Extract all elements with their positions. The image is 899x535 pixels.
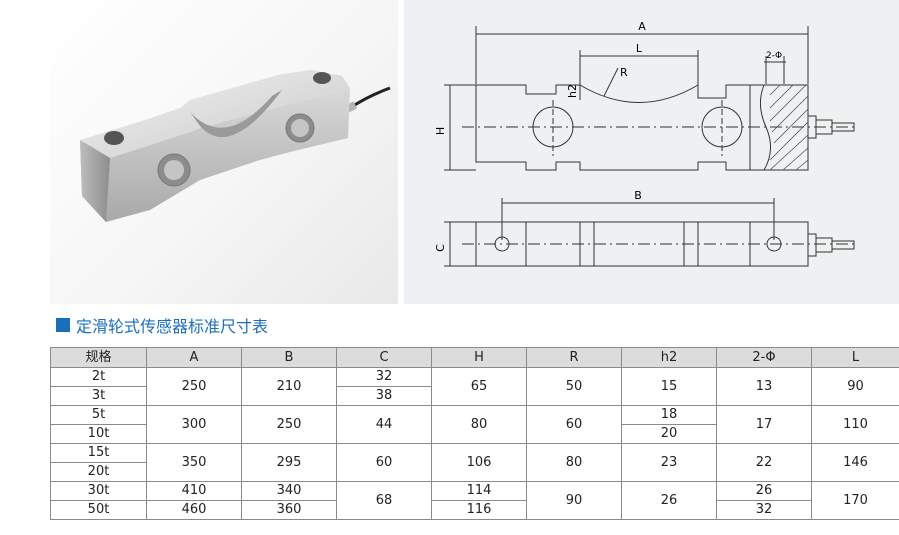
cell-B: 210 xyxy=(241,367,337,406)
label-2phi: 2-Φ xyxy=(766,51,782,61)
cell-spec: 3t xyxy=(50,386,147,406)
header-C: C xyxy=(336,347,432,368)
cell-2phi: 17 xyxy=(716,405,812,444)
cell-C: 44 xyxy=(336,405,432,444)
label-C: C xyxy=(434,244,447,252)
dimension-table: 规格 A B C H R h2 2-Φ L 2t 250 210 32 65 5… xyxy=(50,347,899,520)
cell-h2: 18 xyxy=(621,405,717,425)
cell-H: 106 xyxy=(431,443,527,482)
technical-drawing: A L R h2 H 2-Φ B C xyxy=(404,0,899,304)
cell-spec: 50t xyxy=(50,500,147,520)
section-title: 定滑轮式传感器标准尺寸表 xyxy=(76,317,269,336)
cell-H: 116 xyxy=(431,500,527,520)
header-R: R xyxy=(526,347,622,368)
cell-H: 65 xyxy=(431,367,527,406)
label-L: L xyxy=(636,42,643,55)
cell-H: 80 xyxy=(431,405,527,444)
header-A: A xyxy=(146,347,242,368)
header-2phi: 2-Φ xyxy=(716,347,812,368)
cell-R: 90 xyxy=(526,481,622,520)
cell-H: 114 xyxy=(431,481,527,501)
table-row: 15t 350 295 60 106 80 23 22 146 xyxy=(50,443,899,482)
cell-B: 360 xyxy=(241,500,337,520)
cell-B: 250 xyxy=(241,405,337,444)
cell-h2: 20 xyxy=(621,424,717,444)
cell-A: 350 xyxy=(146,443,242,482)
header-h2: h2 xyxy=(621,347,717,368)
cell-2phi: 32 xyxy=(716,500,812,520)
cell-B: 295 xyxy=(241,443,337,482)
table-row: 50t 460 360 116 32 xyxy=(50,500,899,520)
cell-2phi: 26 xyxy=(716,481,812,501)
cell-A: 410 xyxy=(146,481,242,501)
label-H: H xyxy=(434,127,447,135)
cell-B: 340 xyxy=(241,481,337,501)
table-row: 10t 20 xyxy=(50,424,899,444)
cell-2phi: 22 xyxy=(716,443,812,482)
header-spec: 规格 xyxy=(50,347,147,368)
cell-C: 32 xyxy=(336,367,432,387)
cell-h2: 15 xyxy=(621,367,717,406)
cell-spec: 10t xyxy=(50,424,147,444)
header-B: B xyxy=(241,347,337,368)
cell-L: 146 xyxy=(811,443,899,482)
cell-L: 110 xyxy=(811,405,899,444)
table-header-row: 规格 A B C H R h2 2-Φ L xyxy=(50,347,899,368)
cell-spec: 2t xyxy=(50,367,147,387)
cell-C: 38 xyxy=(336,386,432,406)
label-h2: h2 xyxy=(566,84,579,98)
label-A: A xyxy=(638,20,646,33)
cell-A: 300 xyxy=(146,405,242,444)
cell-C: 68 xyxy=(336,481,432,520)
dimension-drawing: A L R h2 H 2-Φ B C xyxy=(434,20,855,267)
section-heading: 定滑轮式传感器标准尺寸表 xyxy=(56,314,268,336)
table-row: 5t 300 250 44 80 60 18 17 110 xyxy=(50,405,899,444)
header-H: H xyxy=(431,347,527,368)
label-B: B xyxy=(634,189,642,202)
cell-2phi: 13 xyxy=(716,367,812,406)
cell-R: 60 xyxy=(526,405,622,444)
header-L: L xyxy=(811,347,899,368)
cell-L: 170 xyxy=(811,481,899,520)
title-marker-icon xyxy=(56,318,70,332)
table-row: 2t 250 210 32 65 50 15 13 90 xyxy=(50,367,899,406)
cell-spec: 5t xyxy=(50,405,147,425)
cell-A: 460 xyxy=(146,500,242,520)
cell-h2: 26 xyxy=(621,481,717,520)
table-row: 3t 38 xyxy=(50,386,899,406)
product-photo xyxy=(50,0,398,304)
cell-C: 60 xyxy=(336,443,432,482)
cell-A: 250 xyxy=(146,367,242,406)
cell-spec: 20t xyxy=(50,462,147,482)
cell-spec: 15t xyxy=(50,443,147,463)
cell-h2: 23 xyxy=(621,443,717,482)
cell-R: 80 xyxy=(526,443,622,482)
cell-L: 90 xyxy=(811,367,899,406)
table-row: 30t 410 340 68 114 90 26 26 170 xyxy=(50,481,899,520)
label-R: R xyxy=(620,66,628,79)
load-cell-image xyxy=(80,70,391,222)
cell-spec: 30t xyxy=(50,481,147,501)
cell-R: 50 xyxy=(526,367,622,406)
